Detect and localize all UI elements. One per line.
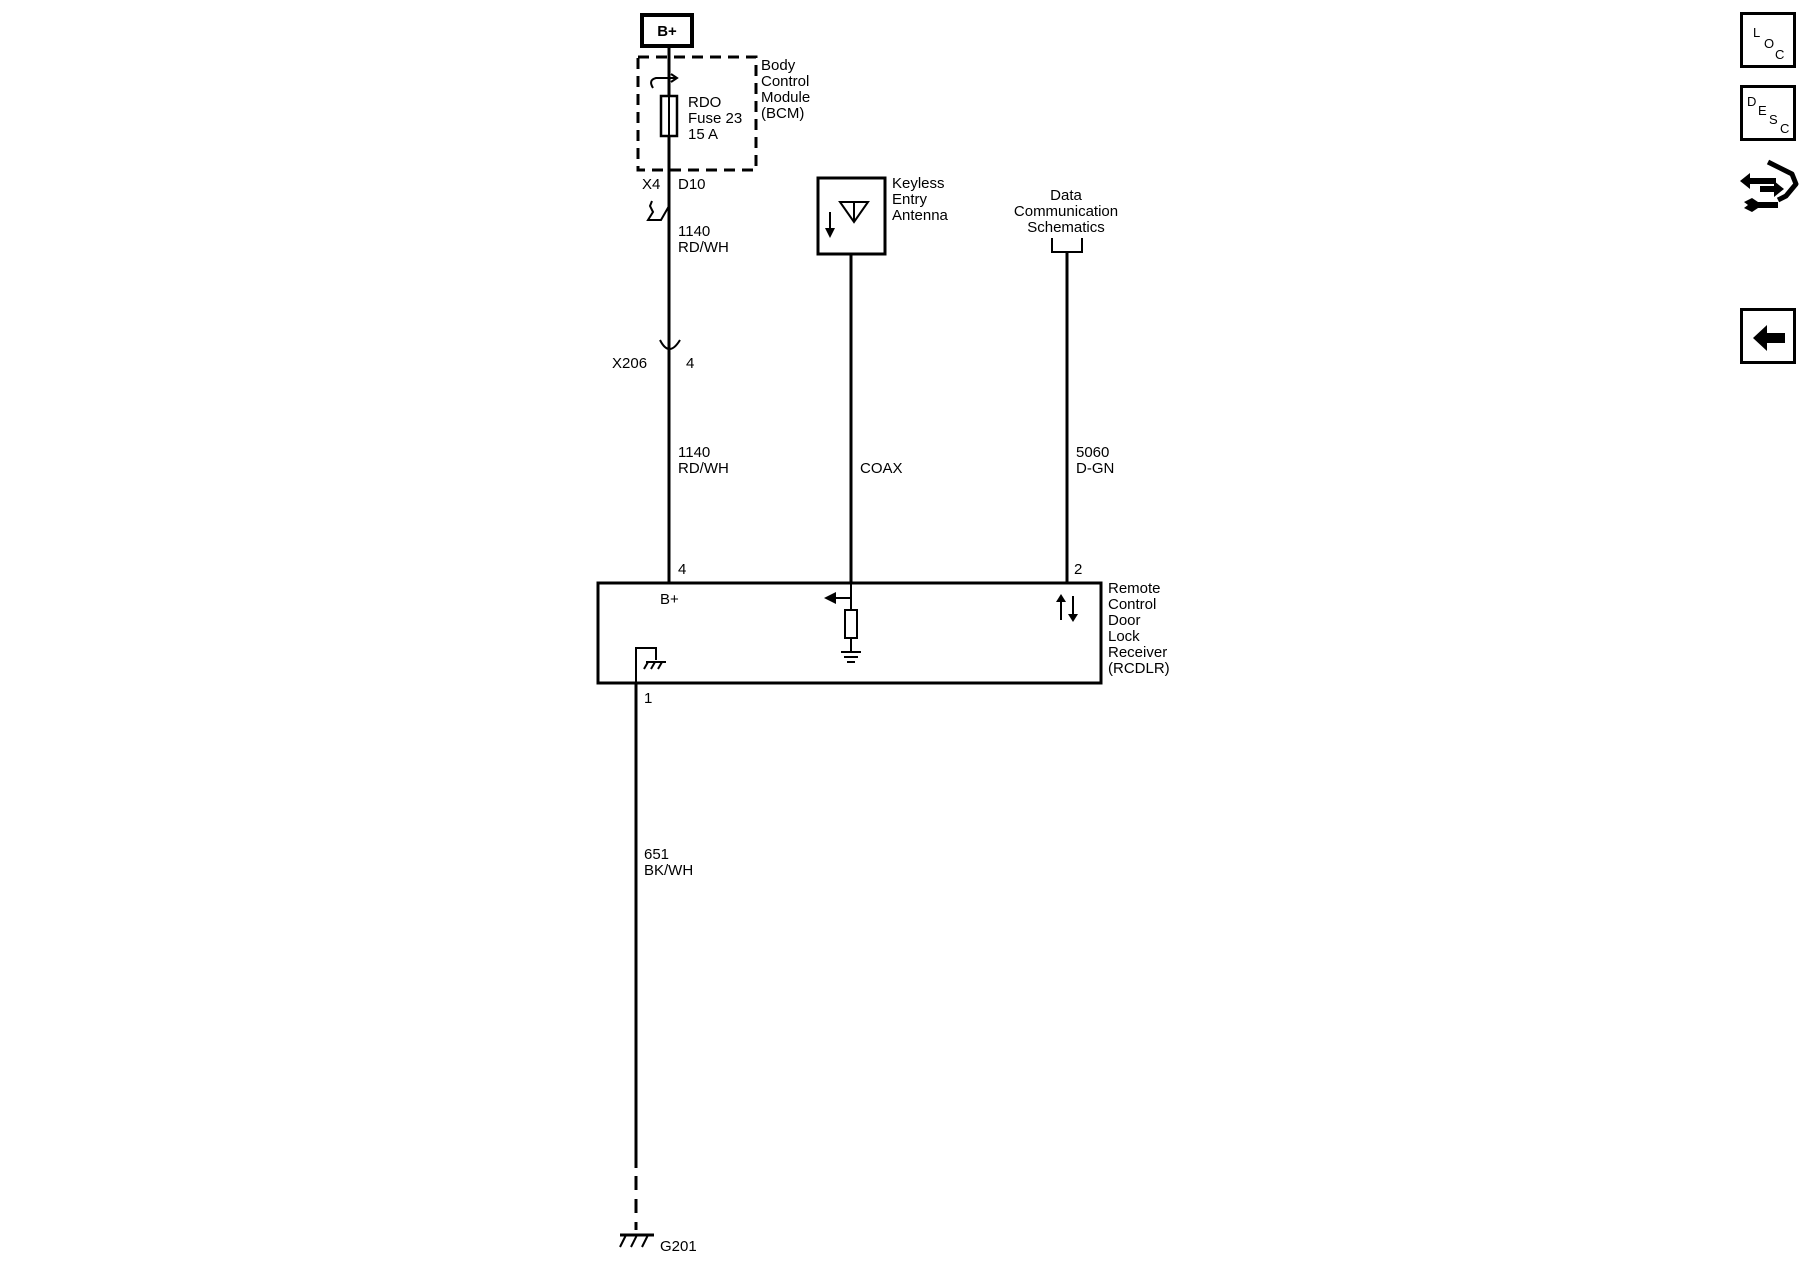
desc-letter-3: S: [1769, 112, 1778, 127]
battery-power-source: B+: [640, 13, 694, 48]
bcm-connector-symbol: [646, 200, 670, 221]
data-comm-line-3: Schematics: [1027, 219, 1105, 236]
bcm-name-line-3: Module: [761, 89, 810, 106]
rcdlr-name-line-5: Receiver: [1108, 644, 1167, 661]
bcm-name-line-1: Body: [761, 57, 796, 74]
fuse-label-line-2: Fuse 23: [688, 110, 742, 127]
back-button[interactable]: [1740, 308, 1796, 364]
remote-control-door-lock-receiver: 4 2 B+ Remote Control Door Lock Receiver…: [596, 561, 1170, 707]
inline-connector-x206: X206 4: [612, 330, 694, 372]
connector-wrench-icon: [1740, 159, 1799, 212]
antenna-name-line-2: Entry: [892, 191, 928, 208]
bcm-name-line-4: (BCM): [761, 105, 804, 122]
rcdlr-pin-ground: 1: [644, 690, 652, 707]
data-comm-line-2: Communication: [1014, 203, 1118, 220]
data-communication-reference: Data Communication Schematics: [1014, 187, 1118, 253]
rcdlr-name-line-2: Control: [1108, 596, 1156, 613]
loc-letter-3: C: [1775, 47, 1784, 62]
rcdlr-name-line-3: Door: [1108, 612, 1141, 629]
loc-letter-1: L: [1753, 25, 1760, 40]
wire-1140-upper-color: RD/WH: [678, 239, 729, 256]
fuse-label-line-1: RDO: [688, 94, 721, 111]
rcdlr-pin-power: 4: [678, 561, 686, 578]
wire-coax-label: COAX: [860, 460, 903, 477]
description-button[interactable]: D E S C: [1740, 85, 1796, 141]
loc-letter-2: O: [1764, 36, 1774, 51]
power-label: B+: [657, 23, 677, 40]
wire-5060-color: D-GN: [1076, 460, 1114, 477]
keyless-entry-antenna: Keyless Entry Antenna: [816, 175, 949, 256]
antenna-name-line-3: Antenna: [892, 207, 949, 224]
rcdlr-pin-data: 2: [1074, 561, 1082, 578]
fuse-label-line-3: 15 A: [688, 126, 718, 143]
ground-label: G201: [660, 1238, 697, 1255]
rcdlr-name-line-6: (RCDLR): [1108, 660, 1170, 677]
desc-letter-2: E: [1758, 103, 1767, 118]
wire-1140-lower-color: RD/WH: [678, 460, 729, 477]
wire-1140-upper-circuit: 1140: [678, 223, 710, 240]
description-icon: D E S C: [1747, 94, 1789, 136]
wire-651-circuit: 651: [644, 846, 669, 863]
body-control-module: Body Control Module (BCM): [636, 55, 810, 172]
inline-connector-name: X206: [612, 355, 647, 372]
antenna-name-line-1: Keyless: [892, 175, 945, 192]
desc-letter-1: D: [1747, 94, 1756, 109]
location-button[interactable]: L O C: [1740, 12, 1796, 68]
location-icon: L O C: [1753, 25, 1784, 62]
rcdlr-name-line-1: Remote: [1108, 580, 1161, 597]
desc-letter-4: C: [1780, 121, 1789, 136]
bcm-name-line-2: Control: [761, 73, 809, 90]
bcm-connector-label: X4: [642, 176, 660, 193]
bcm-pin-label: D10: [678, 176, 706, 193]
arrow-left-icon: [1753, 325, 1785, 351]
wire-651-color: BK/WH: [644, 862, 693, 879]
wire-1140-lower-circuit: 1140: [678, 444, 710, 461]
rcdlr-name-line-4: Lock: [1108, 628, 1140, 645]
ground-g201: G201: [619, 1233, 697, 1255]
connector-end-view-button[interactable]: [1738, 156, 1800, 220]
wire-5060-circuit: 5060: [1076, 444, 1109, 461]
inline-connector-pin: 4: [686, 355, 694, 372]
rcdlr-power-label: B+: [660, 591, 679, 608]
data-comm-line-1: Data: [1050, 187, 1082, 204]
fuse-23: RDO Fuse 23 15 A: [650, 46, 742, 143]
